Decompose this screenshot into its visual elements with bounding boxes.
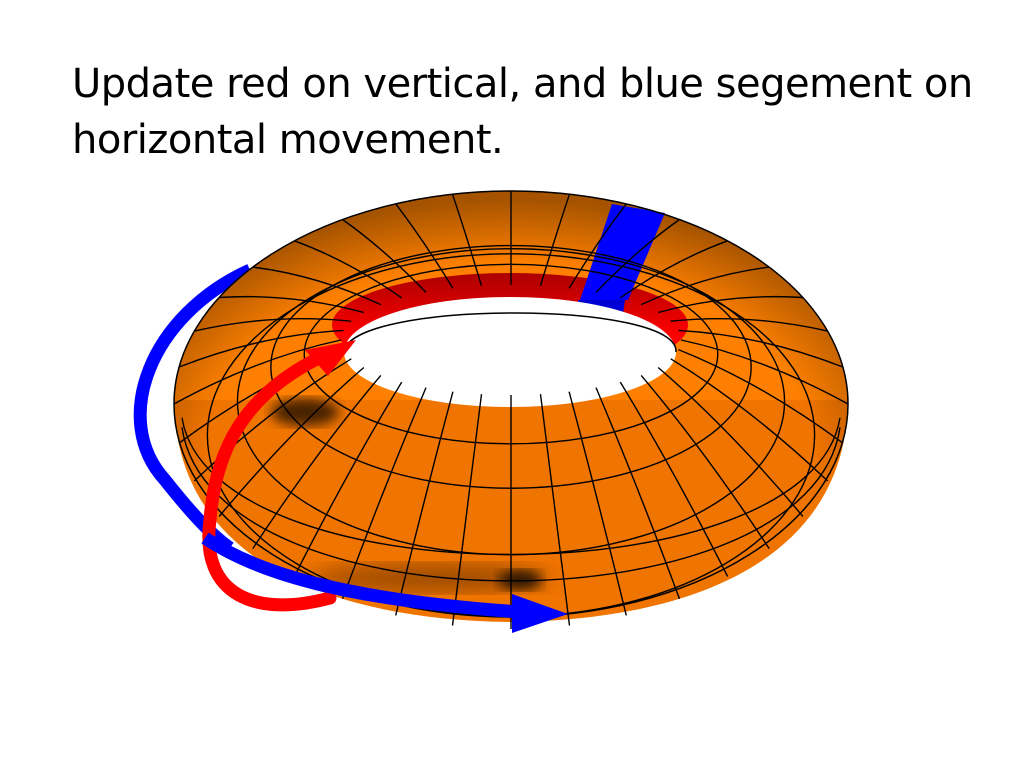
grid-meridian	[619, 240, 728, 299]
grid-meridian	[219, 295, 364, 314]
grid-meridian	[294, 240, 403, 299]
grid-meridian	[539, 193, 571, 287]
grid-meridian	[619, 381, 729, 577]
grid-meridian	[678, 329, 844, 368]
torus-inner-rim	[343, 312, 677, 353]
grid-meridian	[218, 366, 365, 517]
grid-meridian	[640, 266, 770, 306]
curved-arrow-right-icon	[512, 594, 568, 633]
grid-meridian	[595, 218, 680, 293]
grid-meridian	[252, 266, 382, 306]
grid-meridian	[451, 394, 483, 626]
grid-meridian	[680, 339, 849, 405]
grid-meridian	[539, 394, 571, 626]
vertical-arrow	[202, 348, 337, 612]
grid-meridian	[658, 295, 803, 314]
grid-meridian	[678, 348, 844, 444]
torus-hole	[344, 297, 676, 407]
shadow-bottom-dark	[498, 570, 542, 590]
grid-meridian	[670, 358, 829, 482]
slide-caption: Update red on vertical, and blue segemen…	[72, 61, 973, 163]
grid-meridian	[640, 374, 770, 549]
grid-meridian	[395, 203, 454, 289]
shadow-bottom	[310, 564, 550, 592]
grid-meridian	[252, 374, 382, 549]
grid-meridian	[178, 329, 344, 368]
grid-meridian	[595, 387, 681, 600]
shadow-left	[271, 398, 339, 426]
grid-meridian	[451, 193, 483, 287]
grid-meridian	[173, 339, 342, 405]
grid-meridian	[194, 317, 352, 332]
blue-segment	[580, 204, 665, 300]
grid-meridian	[568, 391, 627, 616]
grid-meridian	[568, 203, 627, 289]
grid-meridian	[670, 317, 828, 332]
grid-meridian	[657, 366, 804, 517]
horizontal-arrow	[201, 532, 521, 619]
torus-grid	[173, 191, 849, 629]
grid-meridian	[342, 218, 427, 293]
curved-arrow-up-icon	[305, 340, 356, 376]
grid-meridian	[293, 381, 403, 577]
